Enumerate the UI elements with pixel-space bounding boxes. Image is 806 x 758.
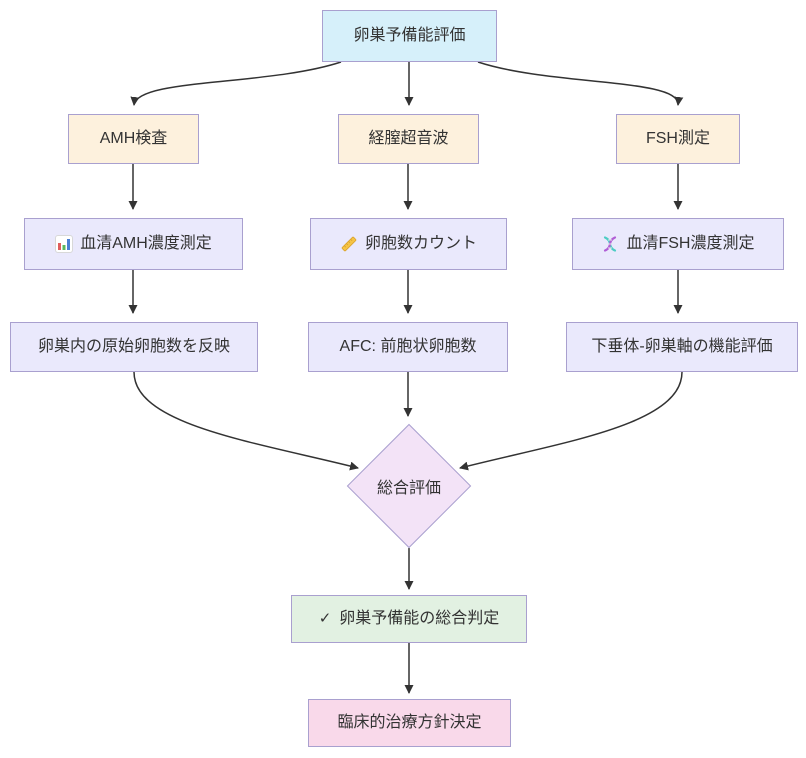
- node-afc-antral-follicle-count: AFC: 前胞状卵胞数: [308, 322, 508, 372]
- node-label: 血清FSH濃度測定: [626, 235, 755, 253]
- node-label: AMH検査: [99, 130, 168, 148]
- node-label: 卵胞数カウント: [364, 235, 477, 253]
- node-label: AFC: 前胞状卵胞数: [339, 338, 477, 356]
- node-follicle-count: 卵胞数カウント: [310, 218, 507, 270]
- node-label: FSH測定: [645, 130, 710, 148]
- node-label: 臨床的治療方針決定: [337, 714, 482, 732]
- node-label: 卵巣予備能の総合判定: [339, 610, 500, 628]
- node-clinical-treatment-decision: 臨床的治療方針決定: [308, 699, 511, 747]
- dna-icon: [601, 235, 619, 253]
- node-amh-test: AMH検査: [68, 114, 199, 164]
- edge-root-to-fsh: [477, 61, 684, 106]
- node-overall-evaluation-label: 総合評価: [345, 470, 473, 502]
- node-label: 卵巣予備能評価: [353, 27, 466, 45]
- node-label: 下垂体-卵巣軸の機能評価: [591, 338, 773, 356]
- check-icon: ✓: [318, 610, 332, 627]
- node-label: 総合評価: [376, 480, 441, 497]
- node-serum-fsh-concentration: 血清FSH濃度測定: [572, 218, 784, 270]
- node-pituitary-ovarian-axis: 下垂体-卵巣軸の機能評価: [566, 322, 798, 372]
- node-comprehensive-judgement: ✓ 卵巣予備能の総合判定: [291, 595, 527, 643]
- edge-root-to-amh: [130, 61, 342, 106]
- bar-chart-icon: [55, 235, 74, 253]
- node-ovarian-reserve-evaluation: 卵巣予備能評価: [322, 10, 497, 62]
- node-label: 経膣超音波: [368, 130, 449, 148]
- edge-meaning-left-to-overall: [133, 371, 359, 471]
- node-label: 卵巣内の原始卵胞数を反映: [37, 338, 230, 356]
- node-serum-amh-concentration: 血清AMH濃度測定: [24, 218, 243, 270]
- node-transvaginal-ultrasound: 経膣超音波: [338, 114, 479, 164]
- node-reflects-primordial-follicles: 卵巣内の原始卵胞数を反映: [10, 322, 258, 372]
- ruler-icon: [340, 235, 358, 253]
- node-label: 血清AMH濃度測定: [80, 235, 212, 253]
- node-fsh-measurement: FSH測定: [616, 114, 740, 164]
- edge-meaning-right-to-overall: [459, 371, 683, 471]
